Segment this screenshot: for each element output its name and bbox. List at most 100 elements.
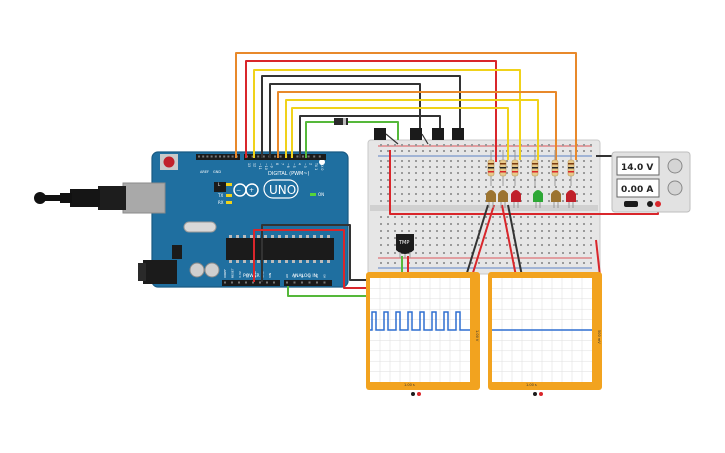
wire-green-a0[interactable] bbox=[287, 286, 368, 297]
push-button-3[interactable] bbox=[432, 128, 444, 140]
power-pin-label: RESET bbox=[231, 268, 235, 278]
digital-pin-label: RX 0 bbox=[320, 163, 324, 170]
voltage-display bbox=[616, 156, 660, 176]
digital-pin-label: ~5 bbox=[292, 163, 296, 168]
aref-label: AREF bbox=[200, 170, 209, 174]
wire-yellow-2[interactable] bbox=[285, 99, 539, 160]
atmega-chip bbox=[226, 235, 334, 263]
digital-pin-label: 2 bbox=[309, 163, 313, 165]
digital-pin-label: ~10 bbox=[264, 163, 268, 170]
power-pin-label: VIN bbox=[268, 273, 272, 278]
led bbox=[533, 190, 543, 202]
breadboard-holes bbox=[380, 144, 592, 264]
led bbox=[511, 190, 521, 202]
led bbox=[486, 190, 496, 202]
tx-label: TX bbox=[217, 193, 223, 198]
analog-pin-label: A5 bbox=[323, 274, 327, 278]
push-button-4[interactable] bbox=[452, 128, 464, 140]
wire-green-1[interactable] bbox=[305, 121, 336, 158]
digital-pin-label: ~9 bbox=[269, 163, 273, 168]
wire-red-scope1[interactable] bbox=[471, 204, 495, 277]
led bbox=[551, 190, 561, 202]
gnd-label: GND bbox=[213, 170, 221, 174]
wire-red-right[interactable] bbox=[595, 239, 601, 277]
voltage-knob[interactable] bbox=[667, 158, 683, 174]
power-jack bbox=[138, 260, 177, 284]
arduino-logo: − + bbox=[233, 183, 259, 197]
wire-red-scope2[interactable] bbox=[501, 204, 517, 277]
leds[interactable] bbox=[486, 190, 576, 208]
svg-text:+: + bbox=[249, 187, 254, 194]
scope-right-volt-label: 500 mV bbox=[597, 330, 601, 344]
positive-terminal[interactable] bbox=[655, 201, 661, 207]
digital-pin-label: ~6 bbox=[286, 163, 290, 168]
digital-label: DIGITAL (PWM~) bbox=[268, 171, 310, 177]
push-button-1[interactable] bbox=[374, 128, 386, 140]
oscilloscope-right[interactable]: 1.00 s 500 mV bbox=[488, 272, 602, 396]
wire-green-2[interactable] bbox=[346, 121, 399, 140]
wire-black-scope2[interactable] bbox=[507, 204, 523, 277]
wires[interactable] bbox=[235, 52, 659, 297]
wire-black-gnd[interactable] bbox=[261, 224, 368, 282]
current-display bbox=[616, 178, 660, 198]
power-supply[interactable]: 14.0 V 0.00 A bbox=[611, 151, 691, 213]
analog-label: ANALOG IN bbox=[292, 273, 317, 279]
power-switch[interactable] bbox=[624, 201, 638, 207]
rx-label: RX bbox=[218, 200, 224, 205]
current-knob[interactable] bbox=[667, 180, 683, 196]
scope-right-time-label: 1.00 s bbox=[526, 383, 537, 387]
uno-label: UNO bbox=[269, 183, 296, 197]
digital-pin-label: ~11 bbox=[258, 163, 262, 170]
on-label: ON bbox=[318, 192, 324, 197]
wire-yellow-1[interactable] bbox=[253, 69, 521, 160]
push-button-2[interactable] bbox=[410, 128, 422, 140]
resistors[interactable] bbox=[487, 150, 575, 186]
wire-red-5v[interactable] bbox=[253, 229, 368, 289]
digital-pin-label: TX 1 bbox=[314, 162, 318, 170]
breadboard[interactable] bbox=[367, 139, 601, 275]
analog-pin-label: A1 bbox=[293, 274, 297, 278]
wire-black-scope1[interactable] bbox=[465, 204, 489, 277]
current-readout: 0.00 A bbox=[621, 185, 653, 195]
digital-pin-label: 8 bbox=[275, 163, 279, 165]
wire-black-1[interactable] bbox=[261, 75, 461, 158]
wire-black-2[interactable] bbox=[269, 83, 421, 158]
scope-left-time-label: 1.00 s bbox=[404, 383, 415, 387]
push-buttons[interactable] bbox=[374, 128, 464, 145]
power-pin-label: 3.3V bbox=[238, 270, 242, 278]
analog-pin-label: A3 bbox=[308, 274, 312, 278]
led bbox=[498, 190, 508, 202]
led bbox=[566, 190, 576, 202]
power-pin-label: 5V bbox=[246, 273, 250, 278]
scope-left-volt-label: 1.00 V bbox=[475, 330, 479, 342]
scope-grid-left bbox=[370, 278, 470, 382]
analog-pin-label: A0 bbox=[285, 274, 289, 278]
power-label: POWER bbox=[243, 273, 260, 279]
voltage-readout: 14.0 V bbox=[621, 163, 653, 173]
wire-yellow-3[interactable] bbox=[291, 107, 509, 160]
digital-pin-label: 4 bbox=[297, 163, 301, 165]
analog-pin-label: A4 bbox=[315, 274, 319, 278]
wire-orange-1[interactable] bbox=[235, 52, 577, 160]
digital-pin-label: 12 bbox=[253, 163, 257, 167]
temperature-sensor[interactable]: TMP bbox=[396, 234, 414, 258]
power-pin-label: IOREF bbox=[223, 269, 227, 278]
oscilloscope-left[interactable]: 1.00 s 1.00 V bbox=[366, 272, 480, 396]
wire-red-1[interactable] bbox=[245, 60, 497, 162]
diode[interactable] bbox=[334, 118, 348, 125]
analog-header bbox=[284, 280, 332, 286]
scope-trace-left bbox=[370, 311, 470, 331]
svg-text:−: − bbox=[236, 187, 241, 194]
l-led-label: L bbox=[218, 182, 221, 187]
reset-button[interactable] bbox=[160, 154, 178, 170]
negative-terminal[interactable] bbox=[647, 201, 653, 207]
wire-black-3[interactable] bbox=[299, 115, 441, 158]
power-header bbox=[222, 280, 280, 286]
digital-header-left bbox=[196, 154, 240, 160]
wire-orange-2[interactable] bbox=[277, 91, 557, 160]
digital-pin-label: 7 bbox=[281, 163, 285, 165]
